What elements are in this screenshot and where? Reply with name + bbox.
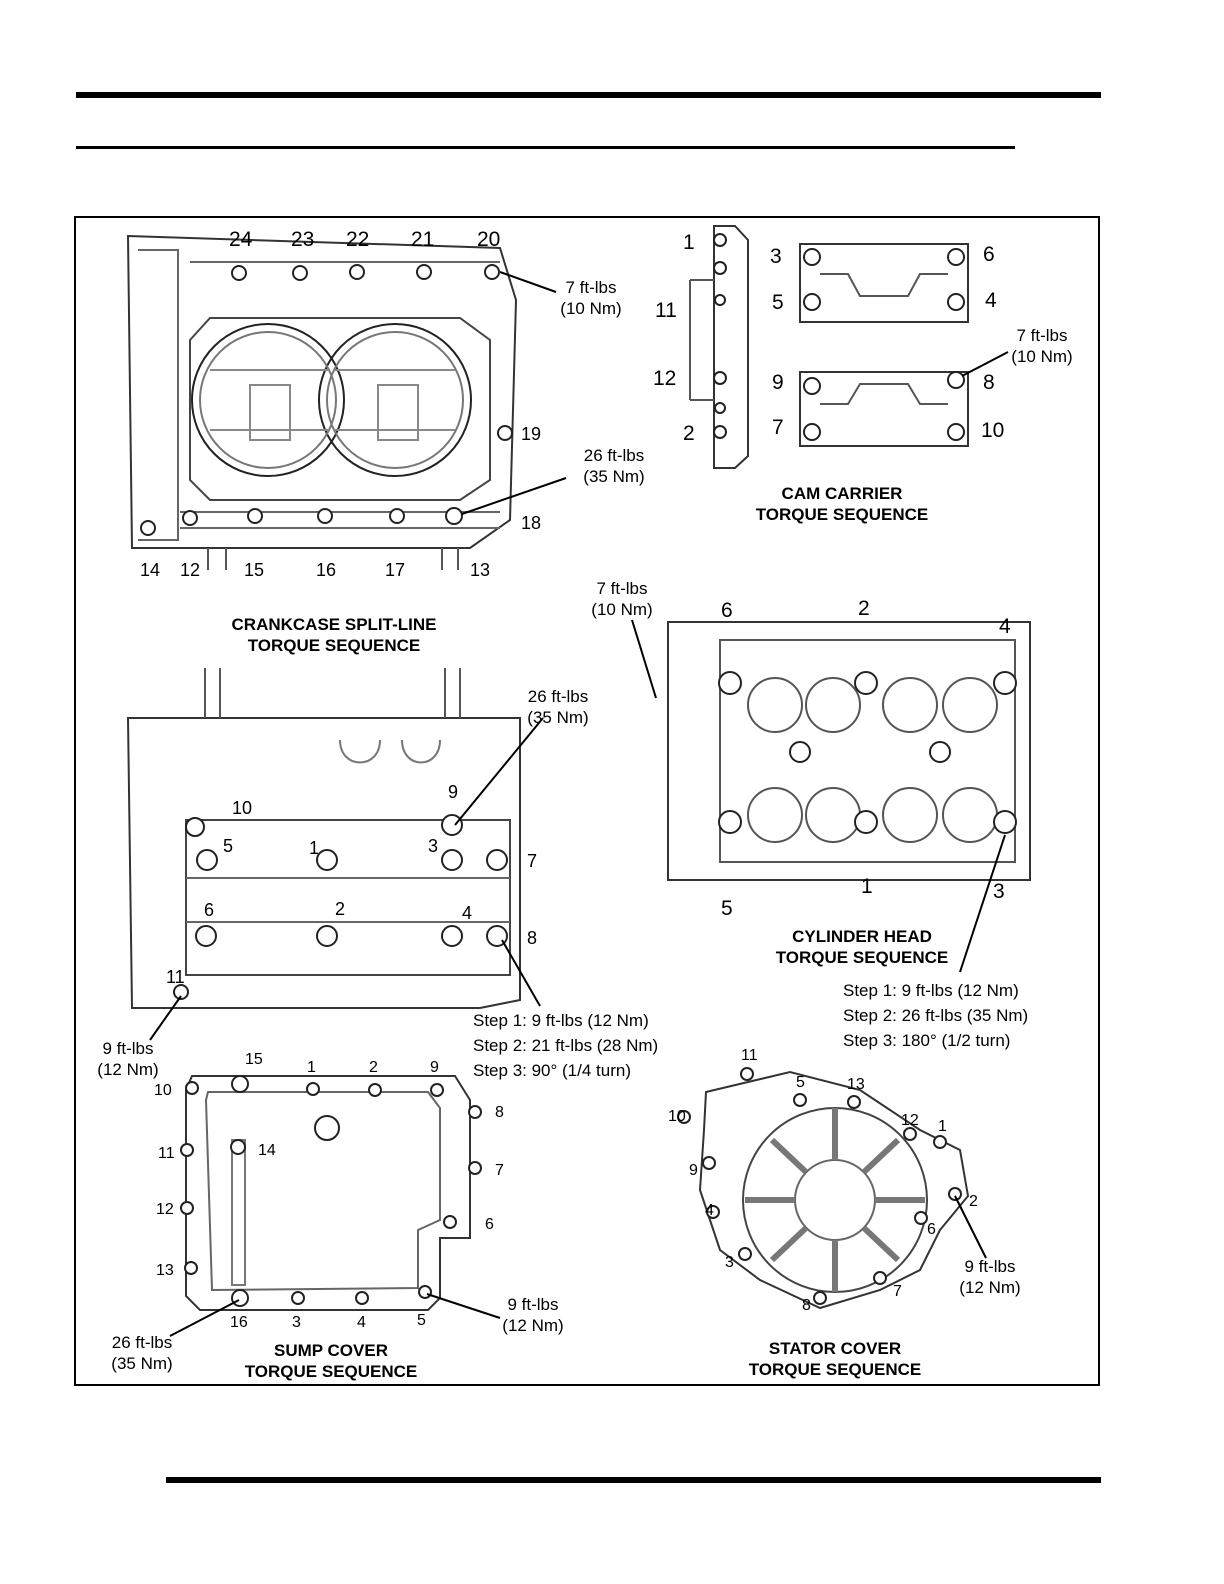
stator-bolt-4: 4: [705, 1202, 714, 1219]
head-bolt-1: 1: [861, 875, 873, 898]
sump-bolt-12: 12: [156, 1201, 174, 1218]
lower-torque-26ftlbs: 26 ft-lbs(35 Nm): [527, 687, 589, 727]
crankcase-bolt-21: 21: [411, 228, 435, 251]
cam-bolt-10: 10: [981, 419, 1005, 442]
lower-bolt-1: 1: [309, 838, 320, 858]
crankcase-lower-drawing: [126, 668, 544, 1041]
sump-bolt-9: 9: [430, 1059, 439, 1076]
stator-bolt-5: 5: [796, 1074, 805, 1091]
stator-bolt-2: 2: [969, 1193, 978, 1210]
lower-bolt-5: 5: [223, 836, 234, 856]
stator-bolt-9: 9: [689, 1162, 698, 1179]
crankcase-bolt-17: 17: [385, 560, 406, 580]
header-rule-thick: [76, 92, 1101, 98]
cam-bolt-12: 12: [653, 367, 677, 390]
cam-bolt-8: 8: [983, 371, 995, 394]
sump-bolt-4: 4: [357, 1314, 366, 1331]
lower-bolt-11: 11: [166, 967, 185, 987]
cam-bolt-7: 7: [772, 416, 784, 439]
lower-bolt-4: 4: [462, 903, 473, 923]
lower-bolt-3: 3: [428, 836, 439, 856]
crankcase-bolt-24: 24: [229, 228, 253, 251]
lower-bolt-6: 6: [204, 900, 215, 920]
header-rule-thin: [76, 146, 1015, 149]
crankcase-bolt-12: 12: [180, 560, 201, 580]
sump-torque-9ftlbs: 9 ft-lbs(12 Nm): [502, 1295, 564, 1335]
figure-frame: [74, 216, 1100, 1386]
cam-torque-7ftlbs: 7 ft-lbs(10 Nm): [1011, 326, 1073, 366]
head-bolt-3: 3: [993, 880, 1005, 903]
crankcase-bolt-22: 22: [346, 228, 370, 251]
sump-bolt-1: 1: [307, 1059, 316, 1076]
lower-torque-steps: Step 1: 9 ft-lbs (12 Nm) Step 2: 21 ft-l…: [473, 1011, 659, 1080]
cylinder-head-drawing: [631, 619, 1031, 973]
crankcase-bolt-18: 18: [521, 513, 542, 533]
cam-bolt-9: 9: [772, 371, 784, 394]
crankcase-bolt-13: 13: [470, 560, 491, 580]
head-bolt-6: 6: [721, 599, 733, 622]
sump-bolt-7: 7: [495, 1162, 504, 1179]
cam-bolt-5: 5: [772, 291, 784, 314]
head-bolt-5: 5: [721, 897, 733, 920]
cam-bolt-6: 6: [983, 243, 995, 266]
cam-carrier-drawing: [689, 225, 1009, 469]
cam-bolt-2: 2: [683, 422, 695, 445]
lower-bolt-7: 7: [527, 851, 538, 871]
head-bolt-2: 2: [858, 597, 870, 620]
sump-bolt-2: 2: [369, 1059, 378, 1076]
sump-bolt-8: 8: [495, 1104, 504, 1121]
crankcase-torque-7ftlbs: 7 ft-lbs(10 Nm): [560, 278, 622, 318]
head-bolt-4: 4: [999, 615, 1011, 638]
sump-bolt-15: 15: [245, 1051, 263, 1068]
footer-rule: [166, 1477, 1101, 1483]
stator-torque-9ftlbs: 9 ft-lbs(12 Nm): [959, 1257, 1021, 1297]
stator-bolt-10: 10: [668, 1108, 686, 1125]
stator-bolt-11: 11: [741, 1047, 758, 1064]
crankcase-bolt-23: 23: [291, 228, 315, 251]
sump-bolt-11: 11: [158, 1145, 175, 1162]
stator-bolt-8: 8: [802, 1297, 811, 1314]
lower-bolt-8: 8: [527, 928, 538, 948]
crankcase-split-line-drawing: [126, 234, 567, 570]
crankcase-bolt-16: 16: [316, 560, 337, 580]
crankcase-torque-26ftlbs: 26 ft-lbs(35 Nm): [583, 446, 645, 486]
sump-torque-26ftlbs: 26 ft-lbs(35 Nm): [111, 1333, 173, 1373]
cam-bolt-4: 4: [985, 289, 997, 312]
sump-bolt-13: 13: [156, 1262, 174, 1279]
head-torque-7ftlbs: 7 ft-lbs(10 Nm): [591, 579, 653, 619]
cam-bolt-11: 11: [655, 299, 677, 322]
sump-bolt-6: 6: [485, 1216, 494, 1233]
lower-torque-9ftlbs: 9 ft-lbs(12 Nm): [97, 1039, 159, 1079]
cam-bolt-3: 3: [770, 245, 782, 268]
lower-bolt-10: 10: [232, 798, 253, 818]
cam-bolt-1: 1: [683, 231, 695, 254]
crankcase-bolt-20: 20: [477, 228, 501, 251]
stator-bolt-6: 6: [927, 1221, 936, 1238]
lower-bolt-2: 2: [335, 899, 346, 919]
sump-bolt-16: 16: [230, 1314, 248, 1331]
stator-bolt-12: 12: [901, 1112, 919, 1129]
sump-cover-drawing: [169, 1075, 501, 1337]
crankcase-bolt-14: 14: [140, 560, 161, 580]
crankcase-bolt-19: 19: [521, 424, 542, 444]
stator-bolt-1: 1: [938, 1118, 947, 1135]
stator-bolt-7: 7: [893, 1283, 902, 1300]
lower-bolt-9: 9: [448, 782, 459, 802]
crankcase-bolt-15: 15: [244, 560, 265, 580]
stator-bolt-13: 13: [847, 1076, 865, 1093]
stator-bolt-3: 3: [725, 1254, 734, 1271]
sump-bolt-5: 5: [417, 1312, 426, 1329]
sump-bolt-14: 14: [258, 1142, 276, 1159]
sump-bolt-10: 10: [154, 1082, 172, 1099]
head-torque-steps: Step 1: 9 ft-lbs (12 Nm) Step 2: 26 ft-l…: [843, 981, 1029, 1050]
sump-bolt-3: 3: [292, 1314, 301, 1331]
stator-cover-drawing: [677, 1067, 987, 1310]
